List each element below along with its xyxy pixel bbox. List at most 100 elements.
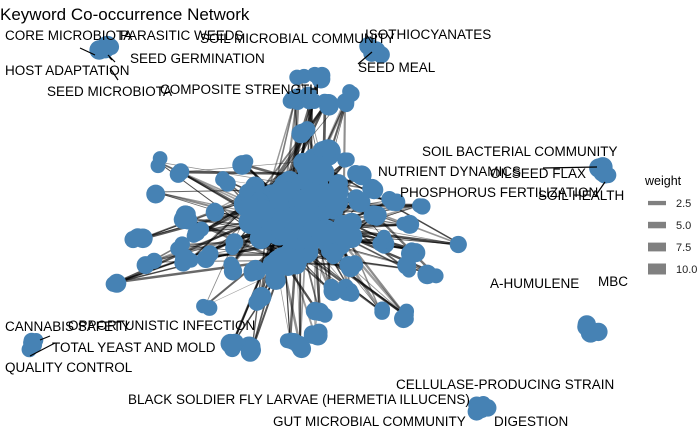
network-node: [374, 301, 391, 318]
network-node: [368, 205, 387, 225]
network-node: [172, 163, 190, 181]
network-node: [207, 202, 222, 217]
node-label: HOST ADAPTATION: [5, 63, 130, 78]
network-node: [128, 228, 147, 247]
network-node: [24, 335, 43, 354]
label-leader-layer: [29, 47, 606, 357]
network-node: [326, 191, 349, 214]
network-node: [400, 214, 420, 234]
node-label: SOIL MICROBIAL COMMUNITY: [200, 31, 395, 46]
network-node: [312, 187, 332, 208]
network-node: [325, 248, 342, 265]
legend-entry-label: 7.5: [676, 242, 691, 254]
node-label: SEED GERMINATION: [130, 51, 265, 66]
node-label: PARASITIC WEEDS: [120, 28, 244, 43]
network-node: [403, 242, 420, 258]
network-node: [243, 266, 260, 282]
network-node: [394, 309, 413, 329]
network-node: [323, 278, 339, 295]
network-node: [305, 162, 325, 182]
network-node: [285, 332, 303, 351]
legend-key: [648, 242, 666, 252]
node-label: QUALITY CONTROL: [5, 360, 133, 375]
network-node: [343, 85, 360, 102]
network-node: [146, 184, 166, 204]
network-node: [321, 144, 336, 160]
network-node: [478, 399, 497, 417]
node-label: A-HUMULENE: [490, 276, 579, 291]
node-layer: [21, 35, 617, 421]
network-node: [387, 193, 406, 212]
network-node: [238, 209, 263, 235]
node-label: DIGESTION: [494, 414, 568, 429]
network-node: [301, 94, 317, 110]
node-label: CORE MICROBIOTA: [5, 28, 132, 43]
network-node: [362, 178, 382, 199]
legend: weight 2.55.07.510.0: [644, 174, 697, 276]
legend-title: weight: [644, 174, 682, 188]
network-node: [397, 255, 417, 275]
network-node: [343, 285, 360, 302]
network-node: [291, 124, 311, 144]
node-label: PHOSPHORUS FERTILIZATION: [400, 185, 598, 200]
network-node: [223, 334, 243, 354]
network-node: [150, 158, 166, 174]
node-label: NUTRIENT DYNAMICS: [378, 164, 521, 179]
network-node: [595, 165, 615, 184]
network-node: [337, 152, 353, 168]
network-node: [296, 205, 315, 224]
node-label: CANNABIS SAFETY: [5, 319, 130, 334]
network-node: [240, 342, 260, 362]
chart-title: Keyword Co-occurrence Network: [0, 5, 250, 24]
network-node: [175, 205, 196, 225]
label-leader-line: [29, 342, 56, 357]
network-node: [136, 256, 155, 275]
network-node: [451, 238, 466, 253]
label-leader-line: [39, 335, 51, 341]
network-node: [350, 192, 371, 213]
network-node: [414, 198, 431, 215]
network-node: [223, 256, 239, 272]
network-node: [196, 298, 211, 314]
network-node: [174, 253, 192, 272]
network-node: [240, 183, 255, 199]
label-leader-line: [542, 166, 598, 169]
node-label: MBC: [598, 274, 628, 289]
legend-key: [648, 221, 666, 229]
node-label: SOIL BACTERIAL COMMUNITY: [422, 144, 618, 159]
node-label: CELLULASE-PRODUCING STRAIN: [396, 377, 614, 392]
node-label: BLACK SOLDIER FLY LARVAE (HERMETIA ILLUC…: [128, 392, 470, 407]
network-node: [310, 323, 328, 341]
network-node: [201, 245, 219, 263]
network-node: [215, 172, 230, 187]
network-node: [313, 66, 331, 84]
network-edge: [207, 252, 278, 257]
legend-key: [648, 200, 666, 206]
network-node: [376, 229, 392, 244]
node-label: SOIL HEALTH: [538, 188, 624, 203]
label-leader-line: [79, 47, 96, 56]
node-label: OILSEED FLAX: [490, 166, 586, 181]
node-label: ISOTHIOCYANATES: [365, 27, 491, 42]
network-node: [340, 257, 361, 278]
legend-entry-label: 2.5: [676, 198, 691, 210]
label-leader-line: [109, 67, 119, 81]
network-node: [417, 264, 438, 285]
network-node: [341, 212, 362, 233]
network-node: [359, 36, 378, 56]
node-label: SEED MICROBIOTA: [47, 84, 172, 99]
legend-key: [648, 263, 666, 275]
network-node: [310, 302, 329, 322]
label-leader-line: [107, 54, 116, 63]
label-leader-line: [357, 51, 373, 65]
network-node: [239, 154, 254, 169]
network-node: [577, 318, 595, 336]
legend-entry-label: 10.0: [676, 264, 697, 276]
network-node: [278, 226, 298, 247]
network-node: [105, 276, 122, 292]
label-leader-line: [595, 181, 606, 196]
network-node: [187, 225, 204, 242]
node-label: COMPOSITE STRENGTH: [160, 82, 319, 97]
